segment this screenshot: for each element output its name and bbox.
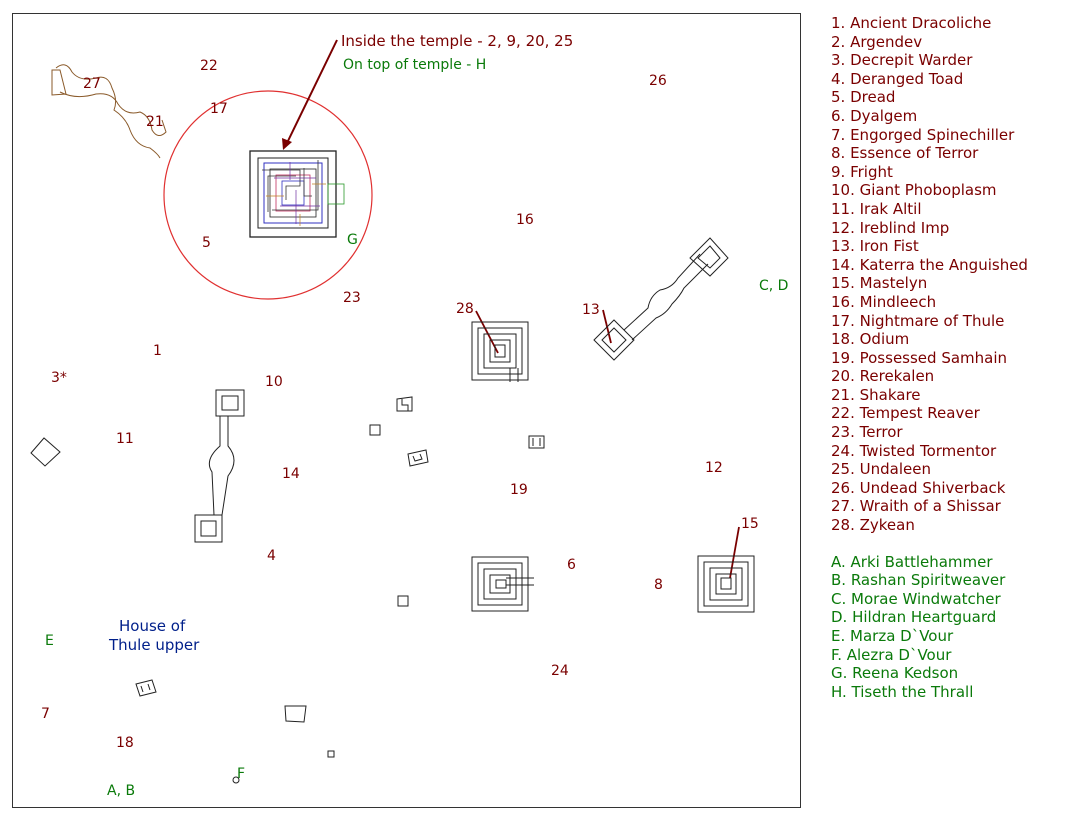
map-marker: 8 [654, 577, 663, 593]
legend-npc-item: 20. Rerekalen [831, 367, 935, 386]
diagonal-corridor-13 [593, 237, 729, 361]
top-of-temple-note: On top of temple - H [343, 57, 487, 73]
legend-friendly-item: F. Alezra D`Vour [831, 645, 952, 664]
map-legend: 1. Ancient Dracoliche 2. Argendev 3. Dec… [831, 14, 1028, 701]
legend-npc-item: 15. Mastelyn [831, 274, 928, 293]
map-marker: 4 [267, 548, 276, 564]
map-marker: 22 [200, 58, 218, 74]
legend-npc-item: 2. Argendev [831, 32, 923, 51]
legend-npc-item: 8. Essence of Terror [831, 144, 979, 163]
legend-npc-item: 28. Zykean [831, 516, 915, 535]
small-structures [30, 396, 545, 784]
map-marker: 10 [265, 374, 283, 390]
legend-friendly-item: D. Hildran Heartguard [831, 608, 997, 627]
legend-npc-item: 25. Undaleen [831, 460, 931, 479]
map-marker: 11 [116, 431, 134, 447]
legend-npc-item: 10. Giant Phoboplasm [831, 181, 997, 200]
legend-npc-item: 17. Nightmare of Thule [831, 311, 1005, 330]
marker-28-pointer [475, 310, 499, 354]
legend-npc-item: 3. Decrepit Warder [831, 51, 973, 70]
legend-friendly-item: A. Arki Battlehammer [831, 552, 993, 571]
legend-npc-item: 13. Iron Fist [831, 237, 919, 256]
map-marker: 23 [343, 290, 361, 306]
legend-friendly-item: G. Reena Kedson [831, 664, 959, 683]
map-marker: 13 [582, 302, 600, 318]
temple-pointer-arrow [286, 39, 338, 144]
map-marker: 3* [51, 370, 67, 386]
temple-arrowhead [282, 138, 292, 150]
map-marker: 28 [456, 301, 474, 317]
spiral-structure-15 [697, 555, 755, 613]
legend-spacer [831, 535, 1028, 553]
legend-npc-item: 7. Engorged Spinechiller [831, 125, 1015, 144]
map-marker: F [237, 766, 246, 782]
legend-friendly-item: H. Tiseth the Thrall [831, 682, 974, 701]
vertical-corridor [194, 389, 245, 543]
map-marker: 21 [146, 114, 164, 130]
legend-npc-item: 16. Mindleech [831, 292, 937, 311]
map-marker: 1 [153, 343, 162, 359]
legend-npc-item: 12. Ireblind Imp [831, 218, 950, 237]
legend-npc-item: 26. Undead Shiverback [831, 478, 1006, 497]
legend-npc-item: 18. Odium [831, 330, 910, 349]
legend-npc-item: 22. Tempest Reaver [831, 404, 980, 423]
map-marker: 7 [41, 706, 50, 722]
map-marker: 12 [705, 460, 723, 476]
cave-path [51, 64, 167, 159]
map-marker: 6 [567, 557, 576, 573]
legend-npc-item: 19. Possessed Samhain [831, 348, 1008, 367]
legend-npc-item: 24. Twisted Tormentor [831, 441, 997, 460]
map-marker: A, B [107, 783, 136, 799]
map-marker: 5 [202, 235, 211, 251]
map-marker: E [45, 633, 54, 649]
inside-temple-note: Inside the temple - 2, 9, 20, 25 [341, 32, 574, 50]
map-marker: 18 [116, 735, 134, 751]
marker-15-pointer [729, 526, 740, 579]
legend-npc-item: 4. Deranged Toad [831, 69, 964, 88]
legend-npc-item: 1. Ancient Dracoliche [831, 14, 992, 32]
legend-npc-item: 23. Terror [831, 423, 903, 442]
legend-npc-item: 6. Dyalgem [831, 106, 918, 125]
temple-circle [163, 90, 373, 300]
legend-npc-item: 14. Katerra the Anguished [831, 255, 1028, 274]
map-marker: 24 [551, 663, 569, 679]
map-marker: 19 [510, 482, 528, 498]
area-label-line1: House of [119, 617, 186, 635]
legend-npc-item: 9. Fright [831, 162, 893, 181]
spiral-structure-28 [471, 321, 529, 382]
map-marker: 14 [282, 466, 300, 482]
map-marker: 15 [741, 516, 759, 532]
temple-structure [249, 150, 345, 238]
legend-npc-item: 21. Shakare [831, 385, 921, 404]
legend-friendly-item: E. Marza D`Vour [831, 627, 954, 645]
map-marker: 16 [516, 212, 534, 228]
legend-npc-item: 27. Wraith of a Shissar [831, 497, 1001, 516]
map-marker: 27 [83, 76, 101, 92]
spiral-structure-6 [471, 556, 534, 612]
area-label-line2: Thule upper [109, 636, 200, 654]
legend-friendly-item: C. Morae Windwatcher [831, 589, 1001, 608]
legend-friendly-item: B. Rashan Spiritweaver [831, 571, 1006, 590]
legend-npc-item: 11. Irak Altil [831, 199, 922, 218]
map-marker: 17 [210, 101, 228, 117]
map-marker: 26 [649, 73, 667, 89]
legend-npc-item: 5. Dread [831, 88, 896, 107]
map-marker: C, D [759, 278, 789, 294]
map-marker: G [347, 232, 358, 248]
